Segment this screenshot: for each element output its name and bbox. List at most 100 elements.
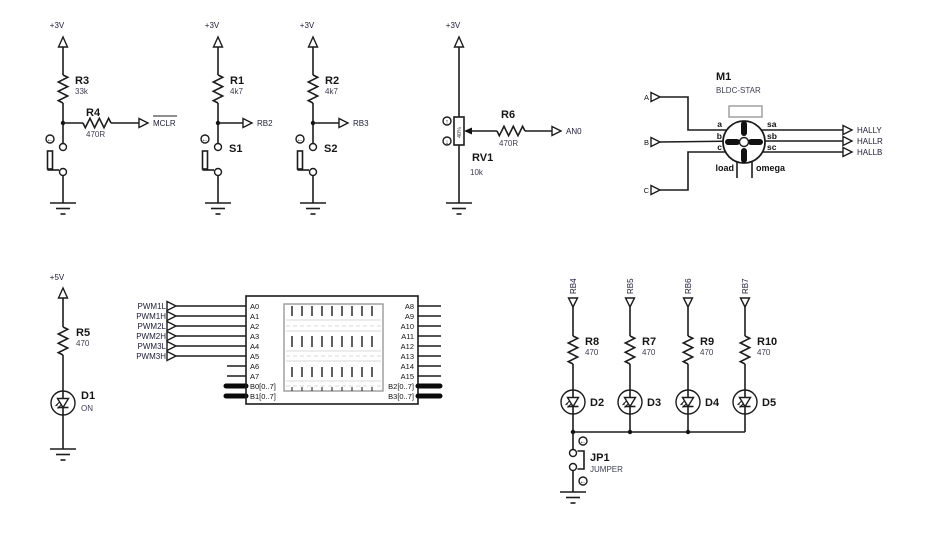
motor-pin-label-sc: sc bbox=[767, 142, 777, 152]
push-button[interactable] bbox=[46, 142, 68, 177]
resistor-ref: R10 bbox=[757, 336, 777, 348]
ground-icon bbox=[49, 448, 77, 461]
signal-label-pwm3h: PWM3H bbox=[136, 352, 166, 361]
resistor-R4 bbox=[82, 117, 112, 129]
jumper-contact[interactable] bbox=[568, 462, 578, 472]
signal-label-hally: HALLY bbox=[857, 126, 882, 135]
analyzer-display bbox=[283, 303, 384, 392]
resistor-R3 bbox=[57, 74, 69, 104]
led-branch: RB6 R9 470 D4 bbox=[675, 278, 720, 432]
resistor-value: 470R bbox=[499, 139, 518, 148]
signal-terminal-icon bbox=[842, 146, 853, 158]
pot-decrease-button[interactable]: ↓ bbox=[442, 136, 452, 146]
led-ref: D4 bbox=[705, 397, 720, 409]
wire bbox=[660, 151, 744, 191]
power-rail-label: +5V bbox=[50, 273, 65, 282]
input-label-b: B bbox=[644, 138, 649, 147]
led-branch: RB7 R10 470 D5 bbox=[732, 278, 777, 432]
signal-label-rb7: RB7 bbox=[741, 278, 750, 294]
resistor-value: 4k7 bbox=[230, 87, 243, 96]
signal-label-pwm1h: PWM1H bbox=[136, 312, 166, 321]
pin-label: A3 bbox=[250, 332, 259, 341]
waveform-ticks-row3 bbox=[291, 367, 373, 377]
push-button-s2[interactable] bbox=[296, 142, 318, 177]
signal-label-an0: AN0 bbox=[566, 127, 582, 136]
resistor-ref: R9 bbox=[700, 336, 714, 348]
junction-dot bbox=[685, 429, 691, 435]
pin-label: B1[0..7] bbox=[250, 392, 276, 401]
resistor-R9 bbox=[682, 335, 694, 365]
resistor-value: 470 bbox=[757, 348, 771, 357]
pin-label: A11 bbox=[401, 332, 414, 341]
signal-terminal-icon bbox=[682, 297, 694, 308]
resistor-ref: R3 bbox=[75, 75, 89, 87]
power-led-circuit: +5V R5 470 D1 ON bbox=[49, 273, 95, 461]
led-branch: RB5 R7 470 D3 bbox=[617, 278, 661, 432]
ground-icon bbox=[445, 202, 473, 215]
signal-terminal-icon bbox=[166, 310, 177, 322]
resistor-R2 bbox=[307, 74, 319, 104]
signal-terminal-icon bbox=[551, 125, 562, 137]
motor-ref: M1 bbox=[716, 71, 731, 83]
button-toggle-widget[interactable]: ← bbox=[45, 134, 55, 144]
signal-terminal-icon bbox=[166, 300, 177, 312]
motor-marker-box bbox=[728, 105, 763, 118]
motor-model: BLDC-STAR bbox=[716, 86, 761, 95]
resistor-value: 470 bbox=[700, 348, 714, 357]
jumper-value: JUMPER bbox=[590, 465, 623, 474]
resistor-value: 470 bbox=[585, 348, 599, 357]
signal-label-mclr: MCLR bbox=[153, 119, 176, 128]
signal-terminal-icon bbox=[650, 184, 661, 196]
pin-label: B2[0..7] bbox=[388, 382, 414, 391]
resistor-value: 4k7 bbox=[325, 87, 338, 96]
jumper-toggle-widget[interactable]: ← bbox=[578, 476, 588, 486]
power-terminal-icon bbox=[57, 287, 69, 299]
pin-label: B3[0..7] bbox=[388, 392, 414, 401]
resistor-ref: R7 bbox=[642, 336, 656, 348]
waveform-ticks-row1 bbox=[291, 306, 373, 316]
resistor-R7 bbox=[624, 335, 636, 365]
signal-label-pwm1l: PWM1L bbox=[138, 302, 167, 311]
jumper-toggle-widget[interactable]: ← bbox=[578, 436, 588, 446]
jumper-ref: JP1 bbox=[590, 452, 610, 464]
switch-ref: S2 bbox=[324, 143, 337, 155]
power-terminal-icon bbox=[307, 36, 319, 48]
pin-label: A15 bbox=[401, 372, 414, 381]
button-toggle-widget[interactable]: ← bbox=[200, 134, 210, 144]
resistor-value: 470 bbox=[642, 348, 656, 357]
led-D3 bbox=[617, 389, 643, 415]
signal-label-rb5: RB5 bbox=[626, 278, 635, 294]
led-array: RB4 R8 470 D2 RB5 R7 470 D3 RB6 bbox=[559, 278, 777, 504]
analyzer-body[interactable] bbox=[245, 295, 419, 405]
signal-terminal-icon bbox=[650, 91, 661, 103]
pin-label: A14 bbox=[401, 362, 414, 371]
pot-increase-button[interactable]: ↑ bbox=[442, 116, 452, 126]
signal-terminal-icon bbox=[338, 117, 349, 129]
signal-label-rb2: RB2 bbox=[257, 119, 273, 128]
resistor-ref: R1 bbox=[230, 75, 244, 87]
motor-pin-label-b: b bbox=[717, 131, 722, 141]
resistor-value: 470 bbox=[76, 339, 90, 348]
ground-icon bbox=[299, 202, 327, 215]
pin-label: A8 bbox=[405, 302, 414, 311]
power-terminal-icon bbox=[212, 36, 224, 48]
ground-icon bbox=[204, 202, 232, 215]
led-ref: D3 bbox=[647, 397, 661, 409]
resistor-R1 bbox=[212, 74, 224, 104]
led-D4 bbox=[675, 389, 701, 415]
signal-terminal-icon bbox=[739, 297, 751, 308]
signal-label-rb3: RB3 bbox=[353, 119, 369, 128]
junction-dot bbox=[627, 429, 633, 435]
up-arrow-icon: ↑ bbox=[445, 119, 449, 126]
resistor-R10 bbox=[739, 335, 751, 365]
resistor-ref: R4 bbox=[86, 107, 101, 119]
toggle-left-icon: ← bbox=[297, 137, 304, 144]
pin-label: A2 bbox=[250, 322, 259, 331]
button-toggle-widget[interactable]: ← bbox=[295, 134, 305, 144]
signal-label-pwm3l: PWM3L bbox=[138, 342, 167, 351]
push-button-s1[interactable] bbox=[201, 142, 223, 177]
jumper-contact[interactable] bbox=[568, 448, 578, 458]
signal-terminal-icon bbox=[138, 117, 149, 129]
pot-percent: 40% bbox=[457, 127, 463, 138]
